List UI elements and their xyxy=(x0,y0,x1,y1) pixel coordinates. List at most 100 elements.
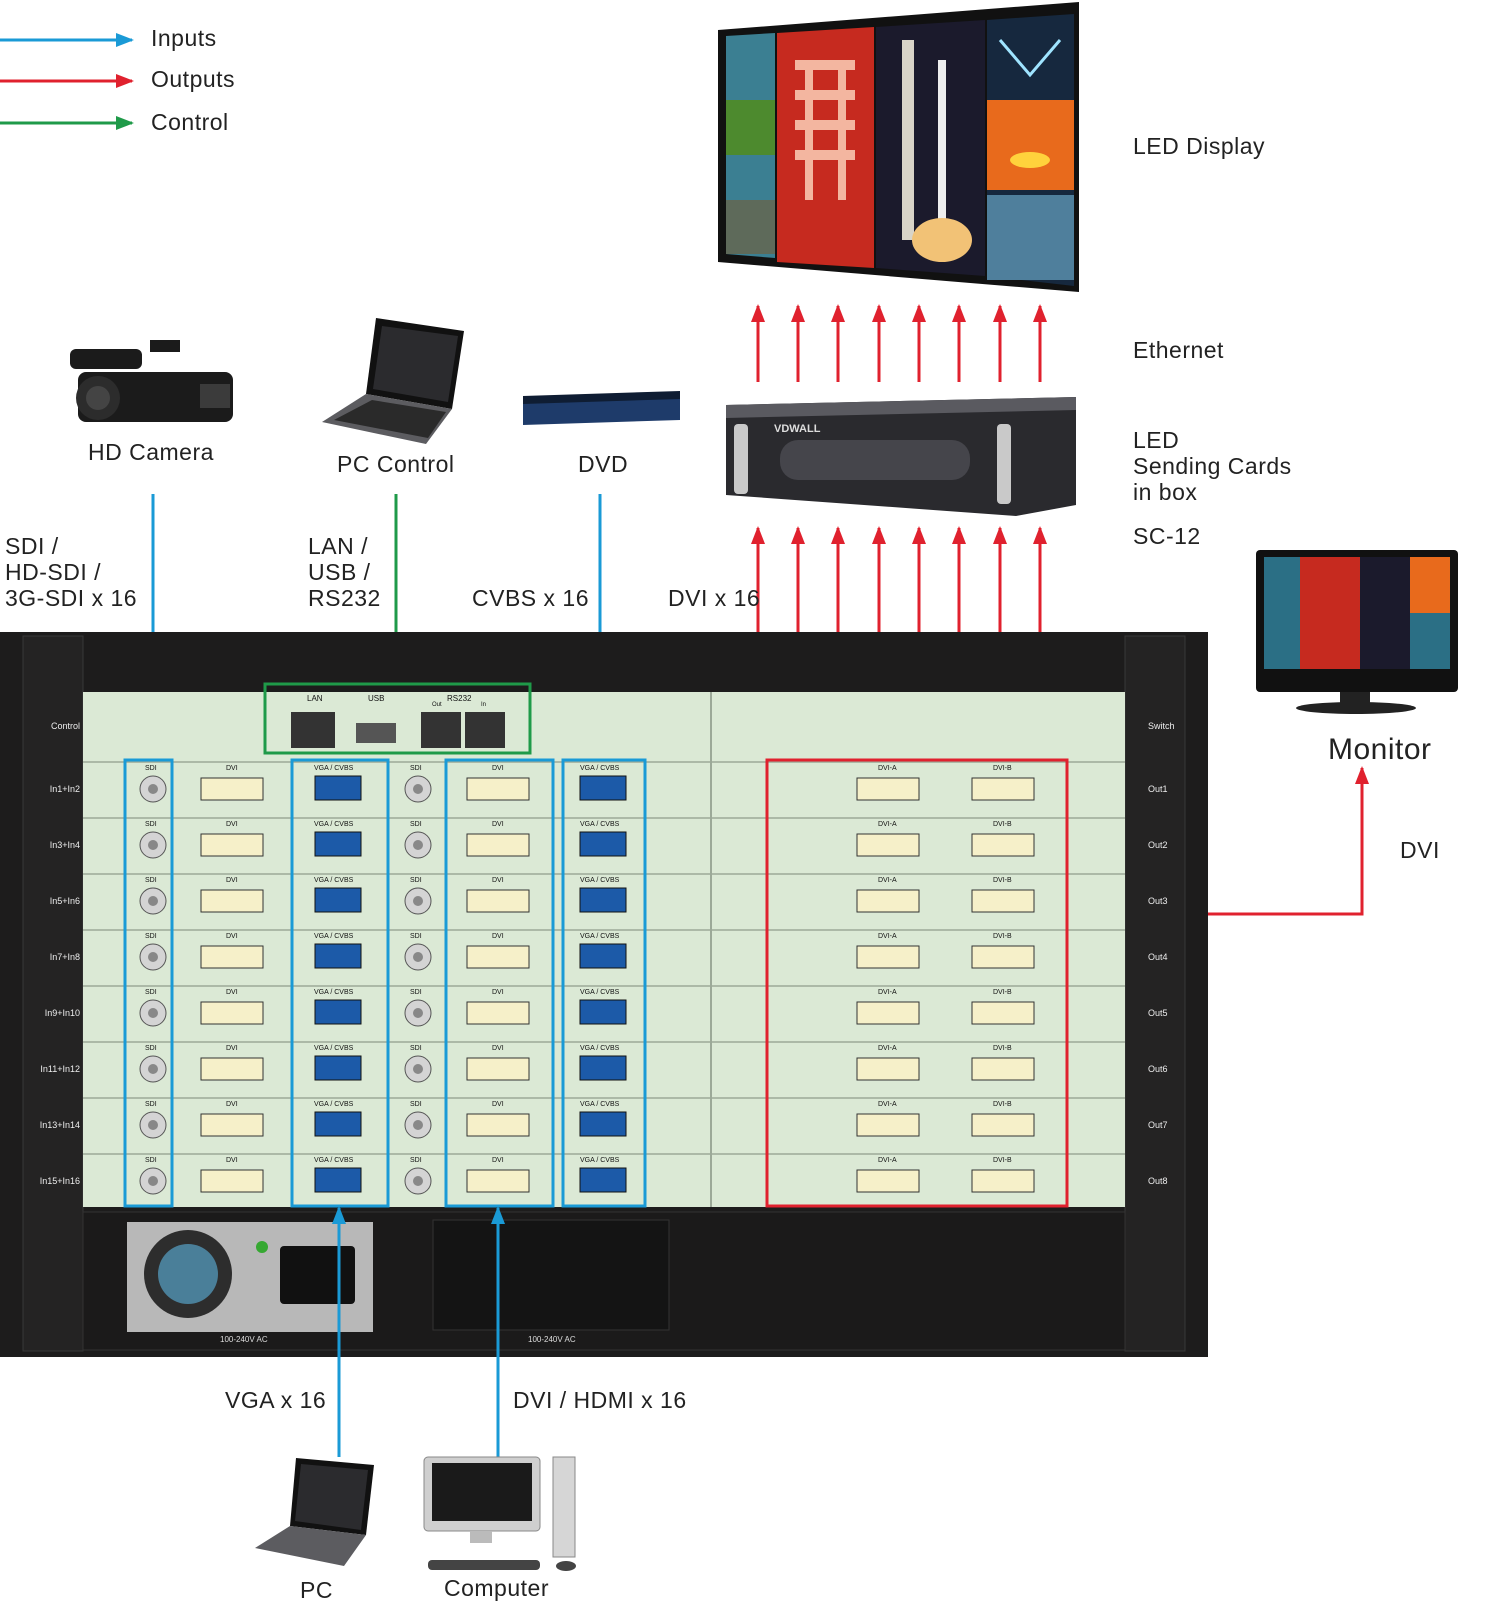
vga-port-label: VGA / CVBS xyxy=(314,877,354,884)
dvi-in-port xyxy=(466,945,530,969)
cvbs-signal-label: CVBS x 16 xyxy=(472,585,589,611)
sdi-port-label: SDI xyxy=(145,821,157,828)
dvib-port-label: DVI-B xyxy=(993,1157,1012,1164)
dvib-port-label: DVI-B xyxy=(993,1101,1012,1108)
chassis-left-label: In13+In14 xyxy=(39,1120,80,1130)
dvi-port-label: DVI xyxy=(226,1157,238,1164)
dvi-out-port xyxy=(971,833,1035,857)
dvi-in-port xyxy=(200,777,264,801)
vga-port xyxy=(314,1111,362,1137)
vga-port-label: VGA / CVBS xyxy=(314,765,354,772)
dvia-port-label: DVI-A xyxy=(878,1157,897,1164)
dvi-port-label: DVI xyxy=(226,765,238,772)
dvib-port-label: DVI-B xyxy=(993,765,1012,772)
dvi-in-port xyxy=(466,889,530,913)
dvi-in-port xyxy=(200,1057,264,1081)
dvia-port-label: DVI-A xyxy=(878,765,897,772)
legend-control-label: Control xyxy=(151,109,229,135)
dvi-in-port xyxy=(200,1169,264,1193)
computer-image xyxy=(423,1456,576,1571)
vga-port xyxy=(314,831,362,857)
hd-camera-image xyxy=(70,340,233,422)
vga-port xyxy=(579,1167,627,1193)
sdi-port-label: SDI xyxy=(145,933,157,940)
dvib-port-label: DVI-B xyxy=(993,877,1012,884)
sending-box-label: LED Sending Cards in box xyxy=(1133,427,1292,506)
sdi-port-label: SDI xyxy=(145,1157,157,1164)
dvi-port-label: DVI xyxy=(492,989,504,996)
chassis-left-label: In11+In12 xyxy=(40,1064,80,1074)
vga-port xyxy=(314,999,362,1025)
chassis-left-label: In15+In16 xyxy=(39,1176,80,1186)
dvi-out-port xyxy=(856,833,920,857)
vga-port xyxy=(579,999,627,1025)
chassis-right-label: Out7 xyxy=(1148,1120,1168,1130)
dvi-in-port xyxy=(200,889,264,913)
sdi-port-label: SDI xyxy=(145,765,157,772)
dvi-out-port xyxy=(971,1113,1035,1137)
sdi-port-label: SDI xyxy=(145,1045,157,1052)
dvi-port-label: DVI xyxy=(492,1045,504,1052)
vga-port-label: VGA / CVBS xyxy=(580,877,620,884)
vga-port xyxy=(314,887,362,913)
ctrl-usb-label: USB xyxy=(368,694,385,703)
dvi-in-port xyxy=(200,1113,264,1137)
dvi-hdmi-signal-label: DVI / HDMI x 16 xyxy=(513,1387,687,1413)
dvd-label: DVD xyxy=(578,451,629,477)
dvi-out-port xyxy=(856,1001,920,1025)
chassis-left-label: Control xyxy=(50,721,80,731)
chassis-left-label: In3+In4 xyxy=(49,840,80,850)
ctrl-lan-label: LAN xyxy=(307,694,323,703)
sdi-signal-label: SDI / HD-SDI / 3G-SDI x 16 xyxy=(5,533,138,611)
sdi-port-label: SDI xyxy=(410,1157,422,1164)
dvib-port-label: DVI-B xyxy=(993,989,1012,996)
rs232-in-port xyxy=(465,712,505,748)
dvi-in-port xyxy=(200,945,264,969)
sdi-port-label: SDI xyxy=(145,989,157,996)
dvi-out-port xyxy=(971,1057,1035,1081)
monitor-image xyxy=(1256,550,1458,714)
dvi-out-port xyxy=(856,777,920,801)
chassis-right-label: Switch xyxy=(1148,721,1175,731)
vga-port xyxy=(314,775,362,801)
dvia-port-label: DVI-A xyxy=(878,989,897,996)
dvi-port-label: DVI xyxy=(226,933,238,940)
dvi-out-port xyxy=(971,1001,1035,1025)
dvib-port-label: DVI-B xyxy=(993,821,1012,828)
rs232-out-port xyxy=(421,712,461,748)
sdi-port-label: SDI xyxy=(410,1045,422,1052)
vga-port-label: VGA / CVBS xyxy=(314,1157,354,1164)
power-label-1: 100-240V AC xyxy=(220,1335,268,1344)
chassis-right-label: Out1 xyxy=(1148,784,1168,794)
dvd-image xyxy=(523,391,680,425)
dvi-port-label: DVI xyxy=(226,1101,238,1108)
vga-port xyxy=(579,831,627,857)
control-signal-label: LAN / USB / RS232 xyxy=(308,533,381,611)
dvi-out-port xyxy=(856,1113,920,1137)
dvi-out-signal-label: DVI x 16 xyxy=(668,585,761,611)
ctrl-rs232-label: RS232 xyxy=(447,694,472,703)
dvi-in-port xyxy=(466,1113,530,1137)
legend-inputs-label: Inputs xyxy=(151,25,217,51)
chassis-right-label: Out8 xyxy=(1148,1176,1168,1186)
vga-port xyxy=(579,1055,627,1081)
dvi-port-label: DVI xyxy=(492,821,504,828)
sdi-port-label: SDI xyxy=(410,877,422,884)
chassis-right-label: Out4 xyxy=(1148,952,1168,962)
vga-port xyxy=(314,943,362,969)
monitor-label: Monitor xyxy=(1328,733,1432,766)
legend-outputs-label: Outputs xyxy=(151,66,236,92)
pc-control-label: PC Control xyxy=(337,451,455,477)
vga-port-label: VGA / CVBS xyxy=(580,1157,620,1164)
vga-port-label: VGA / CVBS xyxy=(314,989,354,996)
sdi-port-label: SDI xyxy=(410,1101,422,1108)
dvi-in-port xyxy=(466,1001,530,1025)
monitor-dvi-label: DVI xyxy=(1400,837,1440,863)
led-display-label: LED Display xyxy=(1133,133,1266,159)
dvi-out-port xyxy=(971,889,1035,913)
dvi-in-port xyxy=(466,1057,530,1081)
pc-laptop-image xyxy=(255,1458,374,1566)
sending-card-box-image xyxy=(726,397,1076,516)
dvia-port-label: DVI-A xyxy=(878,1101,897,1108)
chassis-left-label: In9+In10 xyxy=(44,1008,80,1018)
